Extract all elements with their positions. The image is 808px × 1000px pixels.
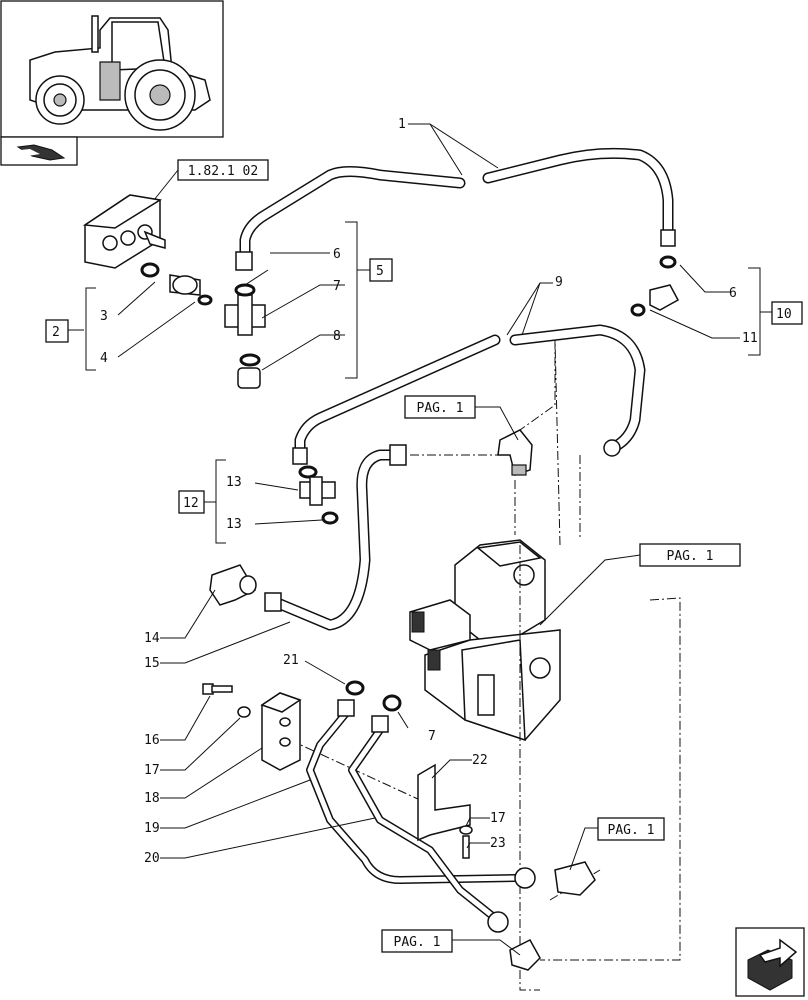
part-label-12: 12 (183, 496, 199, 511)
part-label-14: 14 (144, 631, 160, 646)
part-label-22: 22 (472, 753, 488, 768)
part-label-19: 19 (144, 821, 160, 836)
bracket-block (82, 194, 166, 269)
part-label-2: 2 (52, 325, 60, 340)
part-label-13-lower: 13 (226, 517, 242, 532)
pag-reference-top-label: PAG. 1 (417, 401, 464, 416)
pipe-19 (306, 699, 536, 889)
part-label-10: 10 (776, 307, 792, 322)
elbow-fitting-11 (630, 255, 680, 317)
fitting-reference-bottom (509, 939, 541, 971)
part-label-13: 13 (226, 475, 242, 490)
part-label-6-right: 6 (729, 286, 737, 301)
bolt-16 (202, 683, 251, 718)
part-label-1: 1 (398, 117, 406, 132)
tee-fitting (224, 283, 266, 389)
pag-reference-top[interactable]: PAG. 1 (404, 395, 476, 419)
part-label-18: 18 (144, 791, 160, 806)
control-valve (409, 539, 561, 742)
part-label-4: 4 (100, 351, 108, 366)
part-label-7-lower: 7 (428, 729, 436, 744)
part-label-20: 20 (144, 851, 160, 866)
pag-reference-right-label: PAG. 1 (608, 823, 655, 838)
pag-reference-valve-label: PAG. 1 (667, 549, 714, 564)
part-label-15: 15 (144, 656, 160, 671)
section-reference-label: 1.82.1 02 (188, 164, 258, 179)
part-label-9: 9 (555, 275, 563, 290)
hose-9 (292, 324, 646, 465)
callout-box-10 (771, 301, 803, 325)
part-label-8: 8 (333, 329, 341, 344)
o-ring-7 (382, 694, 402, 712)
part-label-17-right: 17 (490, 811, 506, 826)
callout-box-2 (45, 319, 69, 343)
section-book-icon[interactable] (0, 136, 78, 166)
part-label-16: 16 (144, 733, 160, 748)
next-page-arrow-icon[interactable] (735, 927, 805, 997)
part-label-17: 17 (144, 763, 160, 778)
pag-reference-valve[interactable]: PAG. 1 (639, 543, 741, 567)
adapter-fitting-3 (140, 262, 213, 306)
elbow-fitting-14 (209, 564, 257, 606)
part-label-23: 23 (490, 836, 506, 851)
pipe-20 (348, 715, 509, 933)
part-label-11: 11 (742, 331, 758, 346)
callout-box-5 (369, 258, 393, 282)
part-label-21: 21 (283, 653, 299, 668)
o-ring-21 (345, 680, 365, 696)
pag-reference-bottom[interactable]: PAG. 1 (381, 929, 453, 953)
pag-reference-bottom-label: PAG. 1 (394, 935, 441, 950)
callout-box-12 (178, 490, 205, 514)
clamp-block-18 (260, 692, 302, 771)
tee-fitting-13 (298, 465, 339, 525)
fitting-reference-right (554, 861, 596, 896)
hose-1 (235, 147, 676, 271)
pag-reference-right[interactable]: PAG. 1 (597, 817, 665, 841)
section-reference[interactable]: 1.82.1 02 (177, 159, 269, 181)
part-label-5: 5 (376, 264, 384, 279)
part-label-7: 7 (333, 279, 341, 294)
hose-15 (264, 444, 407, 631)
part-label-6: 6 (333, 247, 341, 262)
elbow-fitting-reference (497, 429, 533, 476)
part-label-3: 3 (100, 309, 108, 324)
tractor-thumbnail-icon (0, 0, 224, 138)
